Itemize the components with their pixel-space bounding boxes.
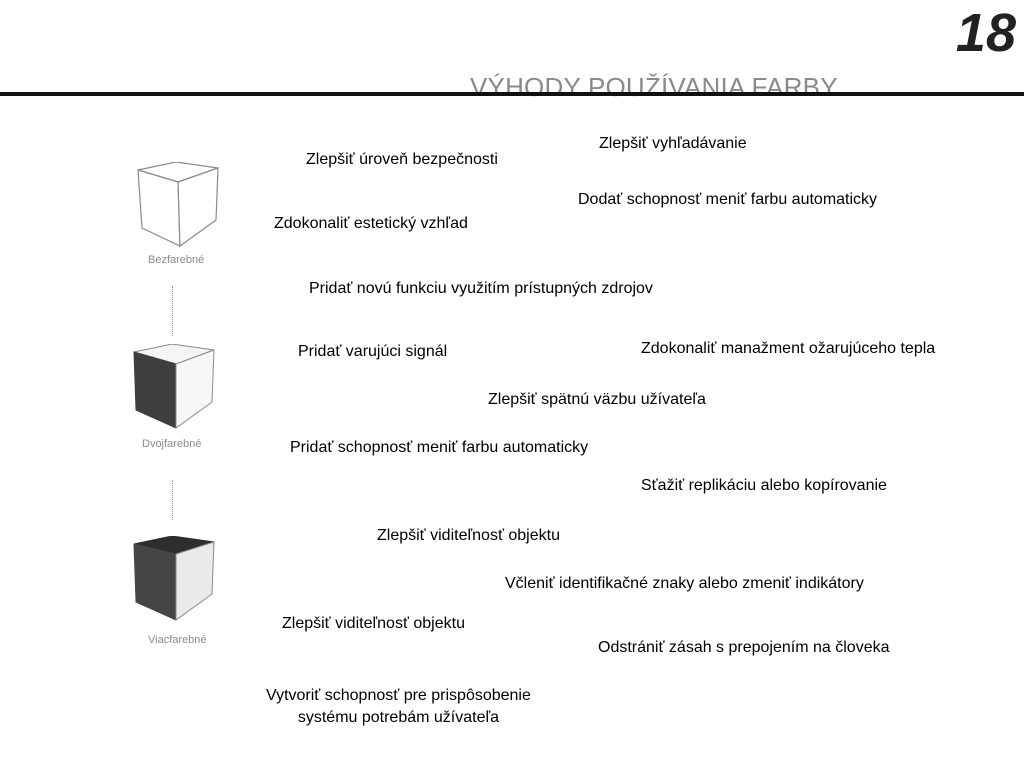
connector-line <box>172 286 173 336</box>
benefit-item: Pridať varujúci signál <box>298 343 448 360</box>
cube-label-two-color: Dvojfarebné <box>142 438 202 450</box>
benefit-item: Zlepšiť viditeľnosť objektu <box>377 527 560 544</box>
cube-label-colorless: Bezfarebné <box>148 254 205 266</box>
title-rule <box>0 92 1024 96</box>
cube-two-color-icon <box>133 344 215 429</box>
benefit-item: Včleniť identifikačné znaky alebo zmeniť… <box>505 575 864 592</box>
cube-colorless-icon <box>137 162 219 248</box>
cube-multi-color-icon <box>133 536 215 621</box>
page-title: VÝHODY POUŽÍVANIA FARBY <box>470 72 838 102</box>
benefit-item: Zlepšiť vyhľadávanie <box>599 135 747 152</box>
benefit-item: Zlepšiť úroveň bezpečnosti <box>306 151 498 168</box>
benefit-item: Vytvoriť schopnosť pre prispôsobenie sys… <box>266 687 531 726</box>
benefit-item: Zdokonaliť manažment ožarujúceho tepla <box>641 340 936 357</box>
benefit-item: Zlepšiť spätnú väzbu užívateľa <box>488 391 706 408</box>
benefit-item: Odstrániť zásah s prepojením na človeka <box>598 639 890 656</box>
benefit-item: Pridať novú funkciu využitím prístupných… <box>309 280 653 297</box>
connector-line <box>172 480 173 520</box>
benefit-item: Dodať schopnosť meniť farbu automaticky <box>578 191 878 208</box>
benefit-item: Sťažiť replikáciu alebo kopírovanie <box>641 477 887 494</box>
benefit-item: Zdokonaliť estetický vzhľad <box>274 215 468 232</box>
page-number: 18 <box>955 3 1016 63</box>
benefit-item: Zlepšiť viditeľnosť objektu <box>282 615 465 632</box>
cube-label-multi-color: Viacfarebné <box>148 634 207 646</box>
benefit-item: Pridať schopnosť meniť farbu automaticky <box>290 439 589 456</box>
